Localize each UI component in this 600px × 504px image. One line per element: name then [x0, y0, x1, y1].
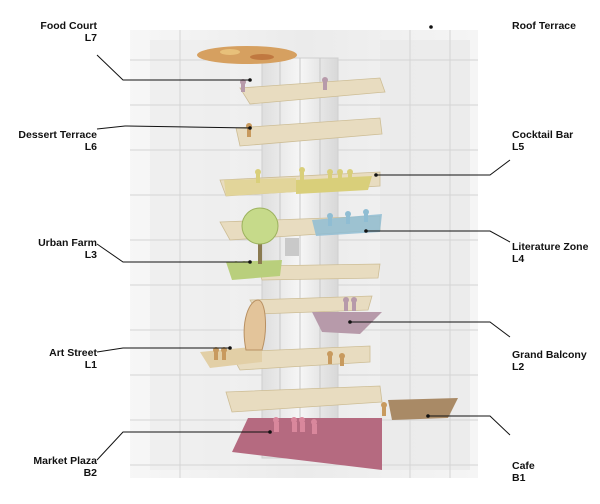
label-level: L6	[18, 141, 97, 153]
label-roof-terrace: Roof Terrace	[512, 20, 576, 32]
label-name: Food Court	[40, 20, 97, 32]
label-level: L4	[512, 253, 588, 265]
label-market-plaza: Market Plaza B2	[33, 455, 97, 479]
label-urban-farm: Urban Farm L3	[38, 237, 97, 261]
label-literature-zone: Literature Zone L4	[512, 241, 588, 265]
label-name: Grand Balcony	[512, 349, 587, 361]
label-dessert-terrace: Dessert Terrace L6	[18, 129, 97, 153]
label-name: Market Plaza	[33, 455, 97, 467]
label-level: B2	[33, 467, 97, 479]
label-food-court: Food Court L7	[40, 20, 97, 44]
label-name: Dessert Terrace	[18, 129, 97, 141]
label-cocktail-bar: Cocktail Bar L5	[512, 129, 573, 153]
cafe-floor	[388, 398, 458, 420]
label-name: Literature Zone	[512, 241, 588, 253]
label-level: L3	[38, 249, 97, 261]
label-art-street: Art Street L1	[49, 347, 97, 371]
label-grand-balcony: Grand Balcony L2	[512, 349, 587, 373]
label-name: Cafe	[512, 460, 535, 472]
label-level: L2	[512, 361, 587, 373]
label-name: Art Street	[49, 347, 97, 359]
label-level: L7	[40, 32, 97, 44]
roof-terrace-marker	[429, 25, 433, 29]
label-cafe: Cafe B1	[512, 460, 535, 484]
label-level: B1	[512, 472, 535, 484]
label-level: L1	[49, 359, 97, 371]
label-level: L5	[512, 141, 573, 153]
label-name: Roof Terrace	[512, 20, 576, 32]
food-court-roof	[197, 46, 297, 64]
label-name: Urban Farm	[38, 237, 97, 249]
label-name: Cocktail Bar	[512, 129, 573, 141]
